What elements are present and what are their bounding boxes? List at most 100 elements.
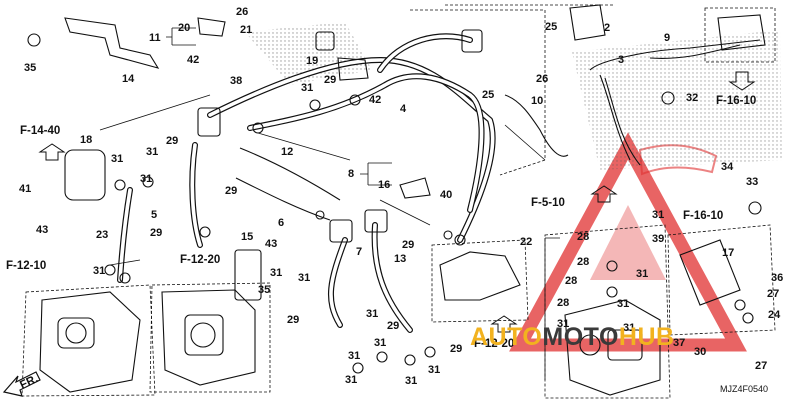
- part-number: 39: [652, 233, 664, 245]
- section-ref: F-16-10: [716, 95, 756, 107]
- part-number: 36: [771, 272, 783, 284]
- part-number: 29: [150, 227, 162, 239]
- part-number: 31: [111, 153, 123, 165]
- part-number: 7: [356, 246, 362, 258]
- part-number: 43: [265, 238, 277, 250]
- part-number: 29: [225, 185, 237, 197]
- part-number: 3: [618, 54, 624, 66]
- part-number: 31: [301, 82, 313, 94]
- part-number: 23: [96, 229, 108, 241]
- section-ref: F-12-20: [474, 338, 514, 350]
- part-number: 6: [278, 217, 284, 229]
- part-number: 31: [146, 146, 158, 158]
- part-number: 31: [405, 375, 417, 387]
- part-number: 31: [428, 364, 440, 376]
- part-number: 10: [531, 95, 543, 107]
- part-number: 31: [652, 209, 664, 221]
- brake-pipes: [235, 147, 413, 333]
- part-number: 11: [149, 32, 161, 44]
- part-number: 32: [686, 92, 698, 104]
- part-number: 15: [241, 231, 253, 243]
- part-number: 31: [345, 374, 357, 386]
- part-number: 26: [536, 73, 548, 85]
- part-number: 12: [281, 146, 293, 158]
- down-arrow-icon: [728, 71, 756, 91]
- part-number: 38: [230, 75, 242, 87]
- part-number: 26: [236, 6, 248, 18]
- part-number: 28: [577, 231, 589, 243]
- part-number: 31: [140, 173, 152, 185]
- part-number: 25: [482, 89, 494, 101]
- part-number: 42: [369, 94, 381, 106]
- master-cylinder-box: [704, 7, 776, 63]
- part-number: 31: [348, 350, 360, 362]
- part-number: 28: [577, 256, 589, 268]
- part-number: 22: [520, 236, 532, 248]
- part-number: 40: [440, 189, 452, 201]
- section-ref: F-12-20: [180, 254, 220, 266]
- part-number: 18: [80, 134, 92, 146]
- part-number: 35: [258, 284, 270, 296]
- part-number: 33: [746, 176, 758, 188]
- watermark-middle: MOTO: [542, 323, 619, 351]
- section-ref: F-16-10: [683, 210, 723, 222]
- part-number: 28: [565, 275, 577, 287]
- part-number: 14: [122, 73, 135, 85]
- part-number: 31: [636, 268, 648, 280]
- part-number: 20: [178, 22, 190, 34]
- part-number: 43: [36, 224, 48, 236]
- watermark-left: AUTO: [470, 323, 542, 351]
- part-number: 29: [287, 314, 299, 326]
- caliper-left: [21, 284, 156, 397]
- up-arrow-icon: [490, 315, 518, 333]
- watermark-logo: [509, 132, 747, 352]
- part-number: 8: [348, 168, 354, 180]
- part-number: 27: [755, 360, 767, 372]
- dashed-guide-lines: [99, 4, 615, 266]
- part-number: 4: [400, 103, 407, 115]
- part-number: 29: [324, 74, 336, 86]
- part-number: 19: [306, 55, 318, 67]
- part-number: 41: [19, 183, 31, 195]
- rear-bracket: [667, 224, 776, 336]
- part-number: 37: [673, 337, 685, 349]
- part-number: 27: [767, 288, 779, 300]
- caliper-center: [149, 282, 271, 393]
- part-number: 31: [557, 318, 569, 330]
- dotted-region-upper-right: [572, 30, 782, 170]
- section-ref: F-5-10: [531, 197, 565, 209]
- fittings: [27, 4, 762, 374]
- part-number: 29: [450, 343, 462, 355]
- brake-hose-upper: [207, 33, 496, 243]
- part-number: 31: [270, 267, 282, 279]
- up-arrow-icon: [590, 185, 618, 203]
- part-number: 13: [394, 253, 406, 265]
- part-number: 21: [240, 24, 252, 36]
- part-number: 29: [166, 135, 178, 147]
- part-number: 31: [617, 298, 629, 310]
- callout-labels: 35 14 11 20 21 26 42 38 19 29 42 31 4 25…: [6, 6, 783, 394]
- part-number: 35: [24, 62, 36, 74]
- part-number: 16: [378, 179, 390, 191]
- part-number: 9: [664, 32, 670, 44]
- part-number: 31: [93, 265, 105, 277]
- part-number: 17: [722, 247, 734, 259]
- section-ref: F-14-40: [20, 125, 60, 137]
- dotted-region-upper-left: [245, 22, 372, 85]
- right-pipes: [504, 39, 761, 166]
- up-arrow-icon: [38, 143, 66, 161]
- diagram-code: MJZ4F0540: [720, 384, 768, 394]
- watermark-text: AUTOMOTOHUB: [470, 323, 675, 351]
- part-number: 29: [402, 239, 414, 251]
- front-fork-bracket: [431, 239, 529, 323]
- part-number: 2: [604, 22, 610, 34]
- part-number: 31: [366, 308, 378, 320]
- watermark-right: HUB: [619, 323, 675, 351]
- part-number: 28: [557, 297, 569, 309]
- front-direction-arrow-icon: [2, 371, 41, 397]
- part-number: 31: [298, 272, 310, 284]
- part-number: 25: [545, 21, 557, 33]
- part-number: 24: [768, 309, 781, 321]
- part-number: 31: [623, 322, 635, 334]
